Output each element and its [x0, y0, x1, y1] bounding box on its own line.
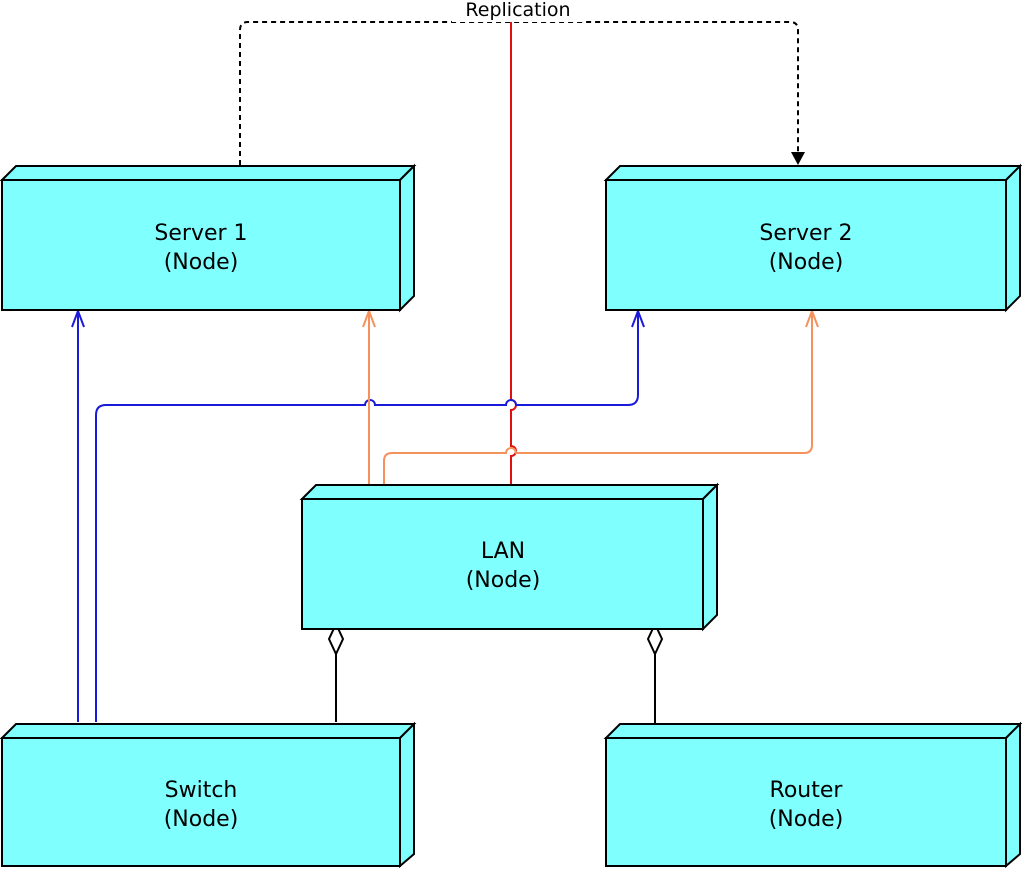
node-lan-stereotype: (Node) — [466, 568, 541, 593]
node-lan[interactable]: LAN (Node) — [299, 482, 720, 632]
node-lan-name: LAN — [481, 539, 525, 564]
node-switch[interactable]: Switch (Node) — [0, 721, 417, 869]
orange-link-lan-server1[interactable] — [362, 308, 376, 486]
replication-label: Replication — [465, 0, 570, 21]
node-server2[interactable]: Server 2 (Node) — [603, 163, 1022, 313]
replication-dependency[interactable]: Replication — [239, 0, 805, 165]
node-server1-stereotype: (Node) — [164, 250, 239, 275]
node-router-stereotype: (Node) — [769, 807, 844, 832]
node-server2-stereotype: (Node) — [769, 250, 844, 275]
node-server1[interactable]: Server 1 (Node) — [0, 163, 417, 313]
aggregation-diamond-icon — [646, 621, 664, 657]
orange-link-lan-server2[interactable] — [383, 308, 819, 486]
node-server1-name: Server 1 — [154, 221, 247, 246]
node-switch-stereotype: (Node) — [164, 807, 239, 832]
node-server2-name: Server 2 — [759, 221, 852, 246]
blue-link-switch-server1[interactable] — [71, 308, 85, 722]
node-router-name: Router — [770, 778, 844, 803]
aggregation-router-lan[interactable] — [646, 621, 664, 724]
node-router[interactable]: Router (Node) — [603, 721, 1022, 869]
node-switch-name: Switch — [165, 778, 238, 803]
aggregation-diamond-icon — [327, 621, 345, 657]
replication-arrowhead — [791, 152, 805, 165]
aggregation-switch-lan[interactable] — [327, 621, 345, 722]
red-link-lan-top[interactable] — [510, 22, 517, 484]
